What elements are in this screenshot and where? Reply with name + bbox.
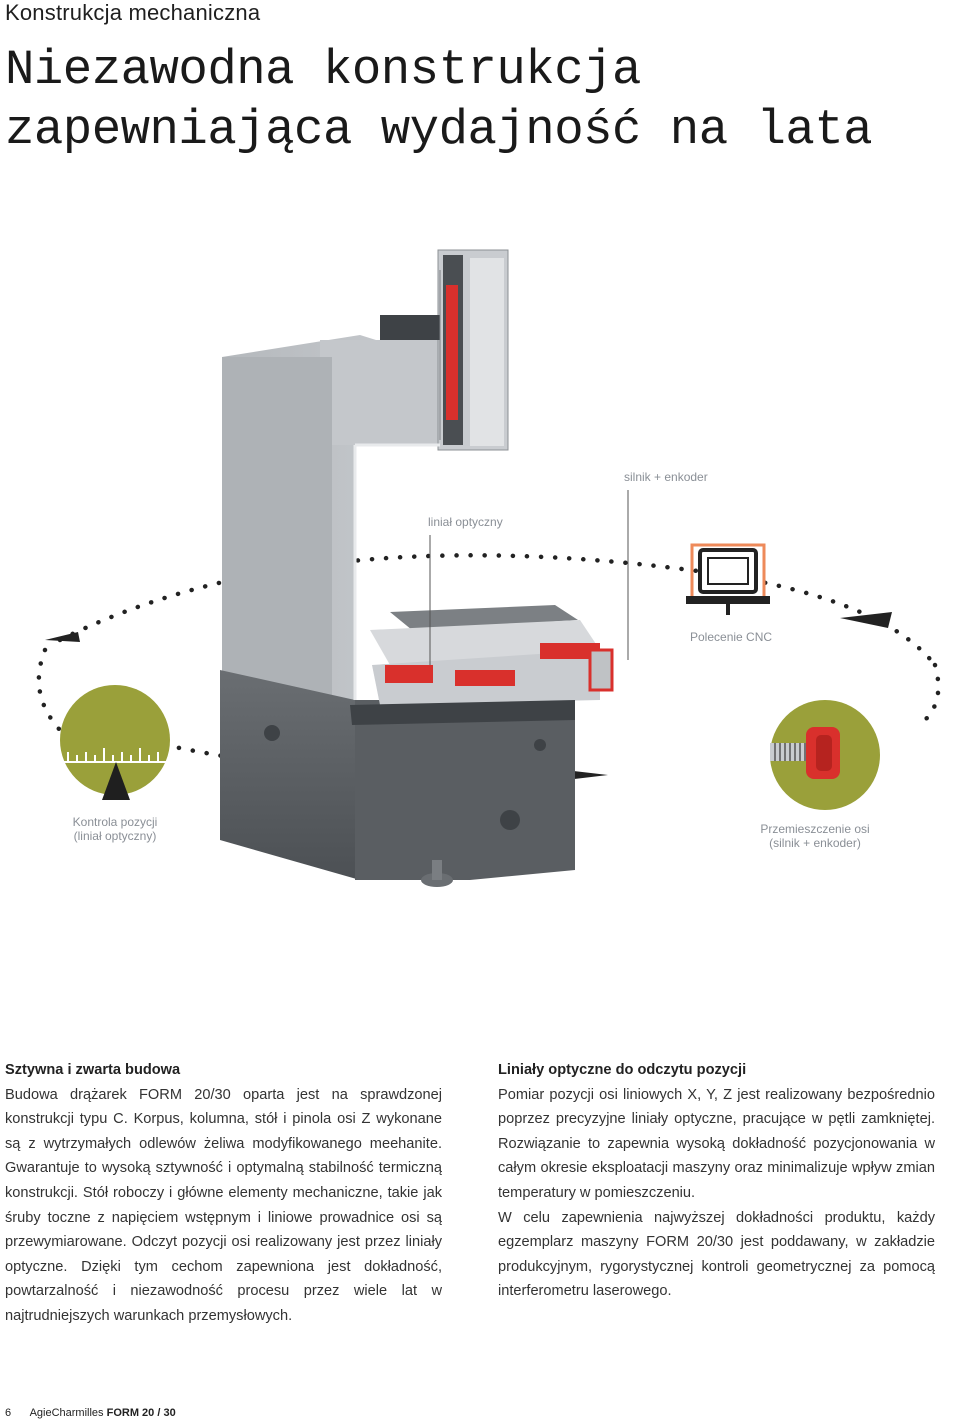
motor-encoder-icon — [770, 700, 880, 810]
label-axis-movement: Przemieszczenie osi (silnik + enkoder) — [750, 822, 880, 850]
arrow-left-icon — [45, 632, 80, 642]
footer-model: FORM 20 / 30 — [106, 1407, 176, 1419]
arrow-right-icon — [840, 612, 892, 628]
label-cnc-command: Polecenie CNC — [690, 630, 773, 644]
page-title: Niezawodna konstrukcja zapewniająca wyda… — [5, 40, 945, 160]
cnc-monitor-icon — [686, 543, 770, 615]
machine-diagram — [36, 249, 941, 887]
left-column: Sztywna i zwarta budowa Budowa drążarek … — [5, 1058, 442, 1329]
label-axis-movement-line-1: Przemieszczenie osi — [760, 822, 870, 836]
footer-brand: AgieCharmilles — [29, 1407, 107, 1419]
optical-scale-icon — [60, 685, 170, 800]
machine-illustration — [220, 249, 614, 887]
arrow-bottom-icon — [565, 770, 608, 780]
label-position-control-line-1: Kontrola pozycji — [72, 815, 158, 829]
page-number: 6 — [5, 1407, 12, 1419]
label-position-control-line-2: (liniał optyczny) — [73, 829, 157, 843]
label-optical-scale: liniał optyczny — [428, 515, 503, 529]
left-column-heading: Sztywna i zwarta budowa — [5, 1062, 181, 1078]
section-label: Konstrukcja mechaniczna — [5, 0, 261, 25]
page-title-line-1: Niezawodna konstrukcja — [5, 42, 641, 98]
page-title-line-2: zapewniająca wydajność na lata — [5, 102, 873, 158]
left-column-body: Budowa drążarek FORM 20/30 oparta jest n… — [5, 1086, 442, 1324]
page-footer: 6 AgieCharmilles FORM 20 / 30 — [5, 1407, 176, 1419]
right-column: Liniały optyczne do odczytu pozycji Pomi… — [498, 1058, 935, 1304]
label-axis-movement-line-2: (silnik + enkoder) — [769, 836, 861, 850]
right-column-heading: Liniały optyczne do odczytu pozycji — [498, 1062, 747, 1078]
label-position-control: Kontrola pozycji (liniał optyczny) — [55, 815, 175, 843]
right-column-body-2: W celu zapewnienia najwyższej dokładnośc… — [498, 1209, 935, 1300]
label-motor-encoder: silnik + enkoder — [624, 470, 708, 484]
right-column-body-1: Pomiar pozycji osi liniowych X, Y, Z jes… — [498, 1086, 935, 1201]
